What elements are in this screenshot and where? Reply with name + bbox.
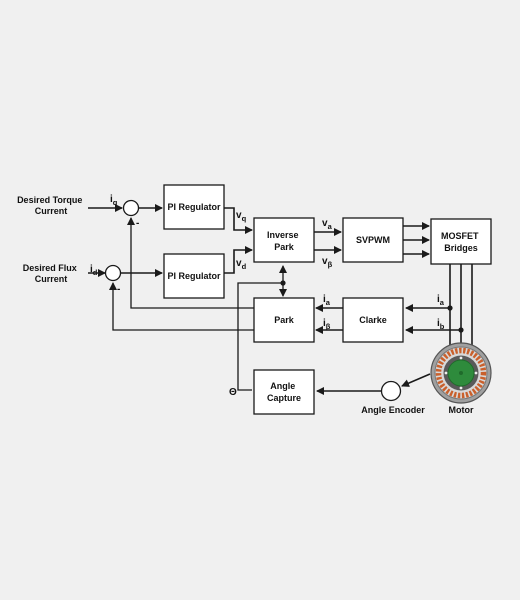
vd-wire: [224, 246, 253, 274]
svpwm-label: SVPWM: [356, 235, 390, 245]
clarke-label: Clarke: [359, 315, 387, 325]
vd-label: vd: [236, 258, 247, 271]
va-label: va: [322, 218, 333, 231]
angle-capture-label: Angle Capture: [267, 381, 301, 403]
feedback-d-wire: [109, 282, 254, 331]
pi-regulator-d-label: PI Regulator: [167, 271, 221, 281]
vq-wire: [224, 207, 253, 234]
angle-encoder: [380, 380, 402, 402]
id-label: id: [90, 264, 98, 277]
theta-wire: [237, 282, 283, 391]
angle-capture-block: [253, 369, 315, 415]
svpwm-block: [342, 217, 404, 263]
minus-sign-d: -: [117, 284, 120, 295]
motor-to-encoder-wire: [401, 373, 431, 387]
clarke-block: [342, 297, 404, 343]
pi-regulator-q: [163, 184, 225, 230]
park-block: [253, 297, 315, 343]
flux-input-label: Desired Flux Current: [23, 263, 80, 284]
minus-sign-q: -: [136, 218, 139, 229]
inverse-park-label: Inverse Park: [267, 230, 301, 252]
pi-regulator-d: [163, 253, 225, 299]
ib-label: ib: [437, 318, 445, 331]
ia-label: ia: [437, 294, 445, 307]
iq-label: iq: [110, 194, 118, 207]
angle-encoder-label: Angle Encoder: [361, 405, 425, 415]
feedback-q-wire: [127, 217, 254, 309]
ialpha-label: ia: [323, 294, 331, 307]
ibeta-label: iβ: [323, 318, 331, 331]
vbeta-label: vβ: [322, 256, 333, 269]
park-label: Park: [274, 315, 295, 325]
motor-icon: [430, 342, 492, 404]
mosfet-bridges-block: [430, 218, 492, 265]
torque-input-label: Desired Torque Current: [17, 195, 85, 216]
inverse-park-block: [253, 217, 315, 263]
vq-label: vq: [236, 210, 247, 223]
pi-regulator-q-label: PI Regulator: [167, 202, 221, 212]
mosfet-bridges-label: MOSFET Bridges: [441, 231, 481, 253]
motor-label: Motor: [449, 405, 474, 415]
theta-label: Θ: [229, 387, 237, 398]
summing-junction-q: [122, 199, 140, 217]
summing-junction-d: [104, 264, 122, 282]
